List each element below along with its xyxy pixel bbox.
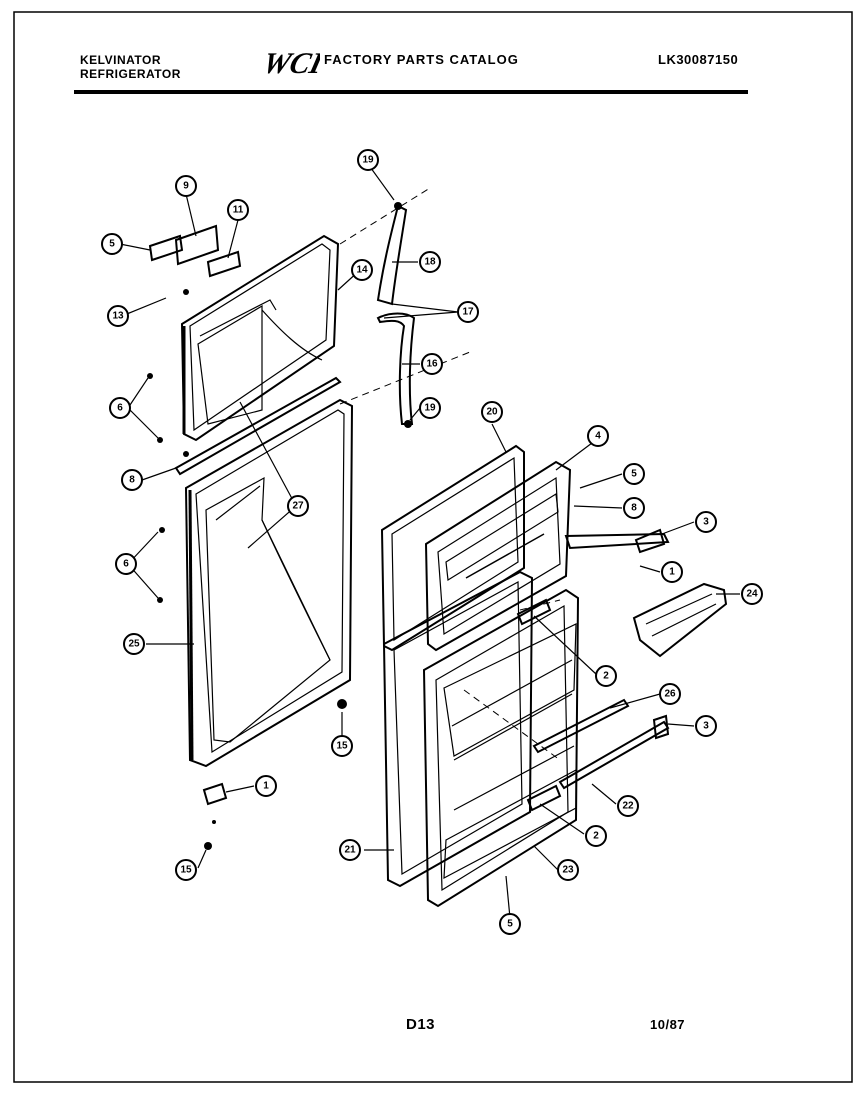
fresh-food-inner-door-23 (422, 588, 580, 908)
callout-13: 13 (107, 305, 129, 327)
callout-24: 24 (741, 583, 763, 605)
svg-text:8: 8 (631, 503, 637, 514)
svg-text:6: 6 (117, 403, 123, 414)
callout-17: 17 (457, 301, 479, 323)
callout-15-plug: 15 (331, 735, 353, 757)
nameplate-9 (174, 224, 220, 266)
svg-text:13: 13 (112, 311, 124, 322)
svg-text:15: 15 (336, 741, 348, 752)
svg-text:11: 11 (233, 205, 244, 216)
fresh-food-liner-21 (382, 570, 534, 888)
callout-25: 25 (123, 633, 145, 655)
callout-8-left: 8 (121, 469, 143, 491)
svg-text:23: 23 (562, 865, 574, 876)
callout-4: 4 (587, 425, 609, 447)
callout-27: 27 (287, 495, 309, 517)
callout-23: 23 (557, 859, 579, 881)
wci-logo: WCI (258, 46, 328, 79)
svg-text:21: 21 (344, 845, 356, 856)
page-border (13, 11, 853, 1083)
callout-10-left: 5 (101, 233, 123, 255)
callout-20: 20 (481, 401, 503, 423)
callout-5-upper: 5 (623, 463, 645, 485)
logo-text: WCI (260, 46, 320, 78)
callout-26: 26 (659, 683, 681, 705)
svg-text:15: 15 (180, 865, 192, 876)
callout-3-lower: 3 (695, 715, 717, 737)
callout-11: 11 (227, 199, 249, 221)
svg-text:19: 19 (424, 403, 436, 414)
nameplate-10 (148, 234, 184, 262)
callout-19-upper: 19 (357, 149, 379, 171)
freezer-door (180, 234, 340, 442)
svg-text:1: 1 (669, 567, 675, 578)
shelf-bar-1 (564, 532, 670, 550)
callout-21: 21 (339, 839, 361, 861)
hinge-bracket (202, 782, 228, 806)
page-code: D13 (406, 1016, 436, 1033)
callout-5-lower: 5 (499, 913, 521, 935)
callout-22: 22 (617, 795, 639, 817)
callout-3-upper: 3 (695, 511, 717, 533)
freezer-inner-door-4 (424, 460, 572, 652)
svg-text:24: 24 (746, 589, 758, 600)
product-label: REFRIGERATOR (80, 67, 181, 81)
callout-16: 16 (421, 353, 443, 375)
catalog-title: FACTORY PARTS CATALOG (324, 52, 519, 67)
callout-1-left: 1 (255, 775, 277, 797)
callout-15-hinge: 15 (175, 859, 197, 881)
brand-label: KELVINATOR (80, 53, 162, 67)
svg-text:3: 3 (703, 517, 709, 528)
freezer-liner-20 (380, 444, 525, 652)
svg-text:22: 22 (622, 801, 634, 812)
svg-text:5: 5 (109, 239, 115, 250)
freezer-trim-strip (174, 376, 342, 476)
handle-cover-24 (632, 582, 728, 658)
svg-text:1: 1 (263, 781, 269, 792)
svg-text:18: 18 (424, 257, 436, 268)
svg-text:17: 17 (462, 307, 474, 318)
callout-2-lower: 2 (585, 825, 607, 847)
callout-14: 14 (351, 259, 373, 281)
callout-6-lower: 6 (115, 553, 137, 575)
svg-text:19: 19 (362, 155, 374, 166)
nameplate-11 (206, 250, 242, 278)
svg-text:4: 4 (595, 431, 601, 442)
shelf-rail-26 (532, 698, 630, 754)
callout-6-upper: 6 (109, 397, 131, 419)
svg-text:2: 2 (593, 831, 599, 842)
svg-text:27: 27 (292, 501, 304, 512)
svg-text:5: 5 (507, 919, 513, 930)
svg-text:25: 25 (128, 639, 140, 650)
svg-text:6: 6 (123, 559, 129, 570)
revision-date: 10/87 (650, 1017, 686, 1032)
svg-text:9: 9 (183, 181, 189, 192)
svg-text:16: 16 (426, 359, 438, 370)
svg-text:8: 8 (129, 475, 135, 486)
svg-text:2: 2 (603, 671, 609, 682)
svg-text:5: 5 (631, 469, 637, 480)
fresh-food-door (184, 398, 354, 768)
callout-9: 9 (175, 175, 197, 197)
callout-1-right: 1 (661, 561, 683, 583)
model-number: LK30087150 (658, 52, 739, 67)
callout-8-right: 8 (623, 497, 645, 519)
leader-lines (119, 163, 740, 919)
callout-2-upper: 2 (595, 665, 617, 687)
svg-text:26: 26 (664, 689, 676, 700)
callout-19-lower: 19 (419, 397, 441, 419)
door-handle-assembly (376, 202, 416, 428)
svg-text:20: 20 (486, 407, 498, 418)
svg-text:14: 14 (356, 265, 368, 276)
callout-18: 18 (419, 251, 441, 273)
svg-text:3: 3 (703, 721, 709, 732)
